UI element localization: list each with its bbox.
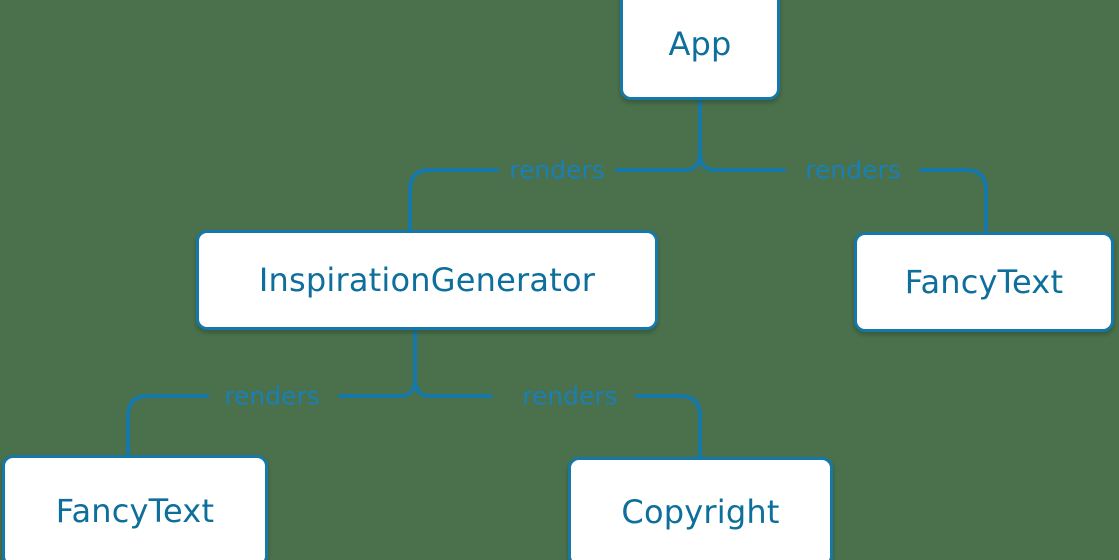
node-fancy-text-bottom[interactable]: FancyText (2, 455, 268, 560)
node-app[interactable]: App (620, 0, 780, 100)
edge-inspgen-split-left (397, 376, 417, 398)
edge-app-split-right (698, 150, 718, 172)
node-copyright-label: Copyright (621, 493, 780, 531)
node-inspiration-generator-label: InspirationGenerator (258, 261, 596, 299)
edge-app-to-fancy-right-right-seg (919, 168, 988, 236)
node-inspiration-generator[interactable]: InspirationGenerator (196, 230, 658, 330)
edge-label-app-to-inspiration-generator: renders (509, 155, 605, 185)
edge-inspgen-split-right (413, 376, 433, 398)
edge-inspgen-to-fancy-bottom-left-seg (126, 394, 209, 459)
edge-app-to-inspgen-right-seg (408, 168, 499, 234)
node-fancy-text-bottom-label: FancyText (55, 492, 215, 530)
edge-label-inspiration-generator-to-fancy-text: renders (224, 381, 320, 411)
node-fancy-text-right-label: FancyText (904, 263, 1064, 301)
edge-inspgen-to-copyright-right-seg (635, 394, 702, 461)
node-app-label: App (668, 25, 732, 63)
edge-label-inspiration-generator-to-copyright: renders (522, 381, 618, 411)
edge-label-app-to-fancy-text-right: renders (805, 155, 901, 185)
node-copyright[interactable]: Copyright (568, 457, 833, 560)
edge-app-split-left (682, 150, 702, 172)
node-fancy-text-right[interactable]: FancyText (854, 232, 1114, 332)
